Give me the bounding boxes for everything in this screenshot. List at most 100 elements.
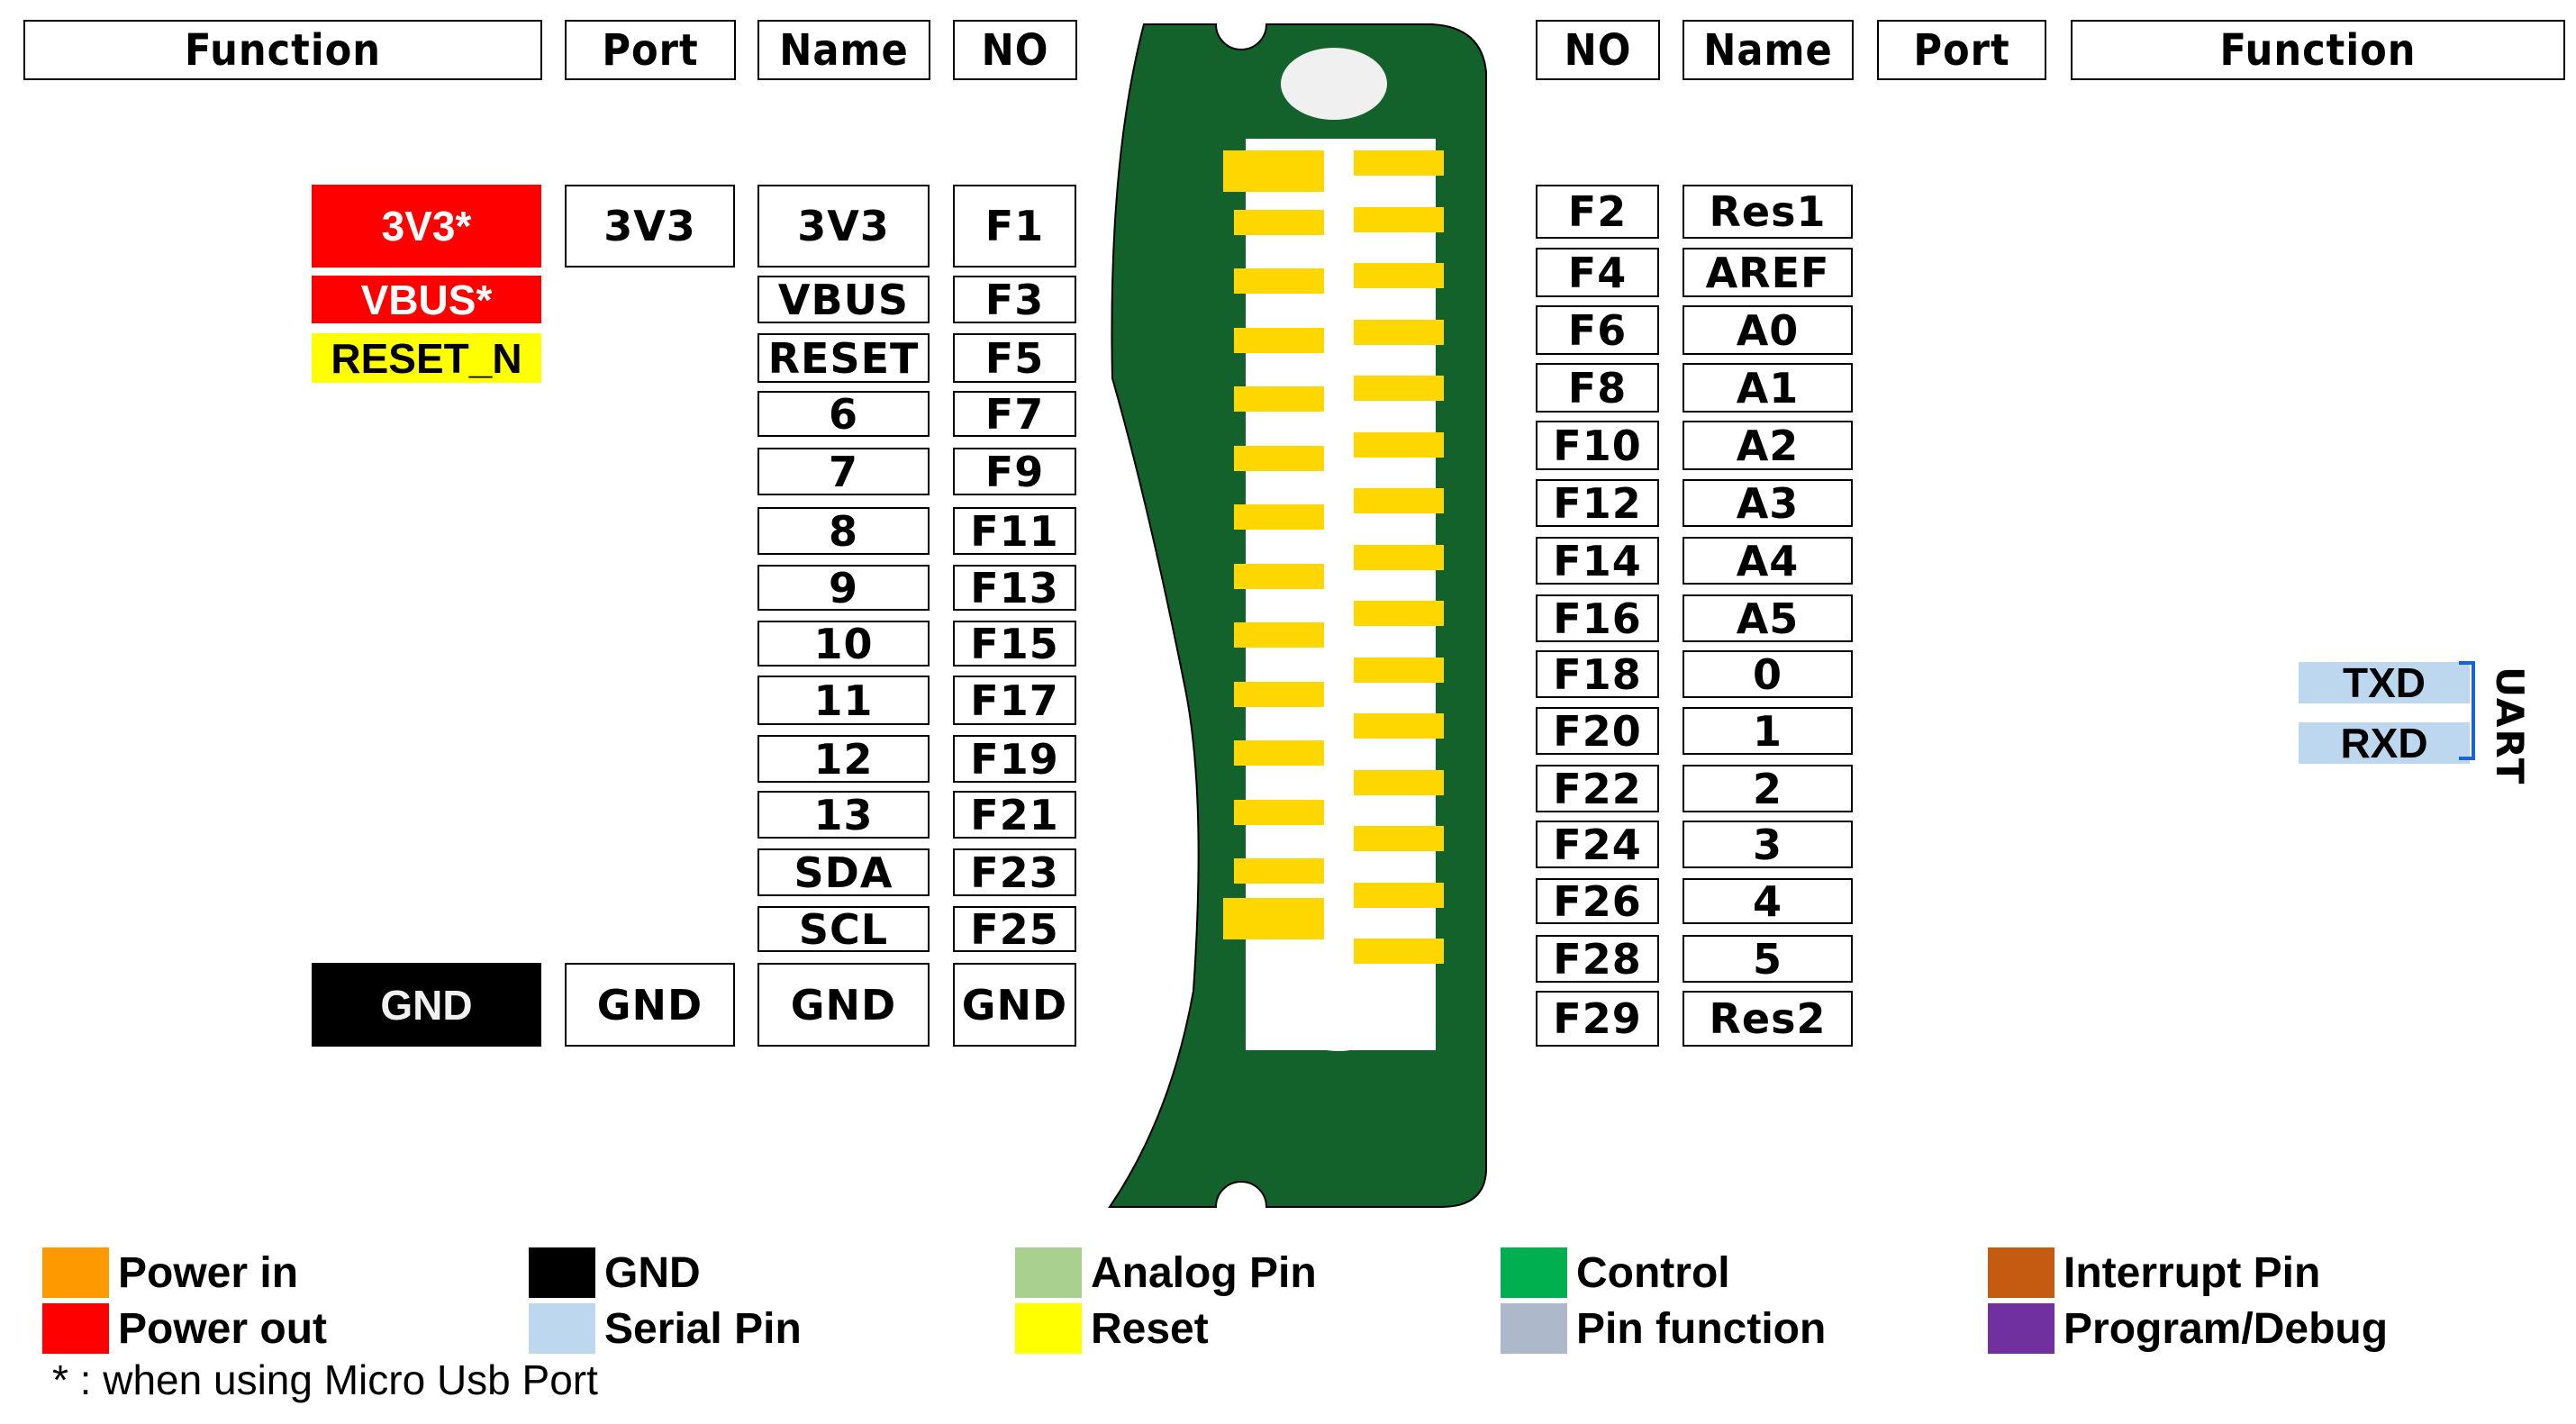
legend-swatch xyxy=(42,1247,109,1298)
pin-no: F6 xyxy=(1536,305,1659,355)
pin-no: F7 xyxy=(953,390,1076,439)
legend-item: Serial Pin xyxy=(529,1303,802,1354)
pin-no: F10 xyxy=(1536,421,1659,470)
pin-no: F26 xyxy=(1536,877,1659,926)
pin-no: F18 xyxy=(1536,650,1659,699)
header-left-port: Port xyxy=(565,20,736,80)
pad-right xyxy=(1354,207,1444,232)
legend-label: Program/Debug xyxy=(2064,1304,2389,1353)
pin-name: 12 xyxy=(757,735,930,784)
pin-function-badge: VBUS* xyxy=(312,276,541,323)
pin-name: SCL xyxy=(757,905,930,954)
pin-no: F3 xyxy=(953,276,1076,324)
pin-name: 3V3 xyxy=(757,185,930,268)
legend-item: Pin function xyxy=(1501,1303,1826,1354)
pin-no: F23 xyxy=(953,848,1076,897)
pin-name: SDA xyxy=(757,848,930,897)
pad-right xyxy=(1354,658,1444,683)
header-right-port: Port xyxy=(1877,20,2046,80)
pin-no: GND xyxy=(953,963,1076,1047)
pin-name: 7 xyxy=(757,448,930,496)
legend-item: Reset xyxy=(1015,1303,1209,1354)
pin-name: GND xyxy=(757,963,930,1047)
header-left-name: Name xyxy=(757,20,930,80)
pin-no: F25 xyxy=(953,905,1076,954)
pad-left xyxy=(1234,328,1324,353)
legend-item: Interrupt Pin xyxy=(1988,1247,2320,1298)
pin-name: 10 xyxy=(757,620,930,668)
legend-swatch xyxy=(42,1303,109,1354)
pad-left xyxy=(1234,564,1324,589)
header-right-name: Name xyxy=(1683,20,1854,80)
pad-right xyxy=(1354,770,1444,795)
pin-no: F13 xyxy=(953,564,1076,612)
pad-right xyxy=(1354,826,1444,851)
pin-name: 13 xyxy=(757,791,930,839)
legend-item: Power out xyxy=(42,1303,327,1354)
pad-right xyxy=(1354,263,1444,288)
pin-name: 2 xyxy=(1683,765,1853,813)
legend-item: GND xyxy=(529,1247,701,1298)
mounting-hole-top xyxy=(1281,48,1387,120)
pad-left xyxy=(1223,150,1324,192)
legend-label: Analog Pin xyxy=(1091,1248,1317,1297)
legend-item: Power in xyxy=(42,1247,298,1298)
pin-no: F5 xyxy=(953,333,1076,383)
legend-swatch xyxy=(529,1247,595,1298)
pin-function-badge: 3V3* xyxy=(312,185,541,268)
pin-name: A1 xyxy=(1683,363,1853,413)
legend-label: Pin function xyxy=(1576,1304,1827,1353)
pad-right xyxy=(1354,150,1444,176)
legend-swatch xyxy=(1501,1247,1567,1298)
uart-txd-label: TXD xyxy=(2299,659,2470,706)
pin-name: RESET xyxy=(757,333,930,383)
pin-name: A2 xyxy=(1683,421,1853,470)
pin-no: F8 xyxy=(1536,363,1659,413)
legend-label: Serial Pin xyxy=(604,1304,802,1353)
pin-no: F21 xyxy=(953,791,1076,839)
header-right-no: NO xyxy=(1536,20,1660,80)
pad-right xyxy=(1354,713,1444,739)
pad-left xyxy=(1234,858,1324,884)
pin-name: A0 xyxy=(1683,305,1853,355)
pin-name: Res1 xyxy=(1683,185,1853,239)
pin-name: A4 xyxy=(1683,537,1853,585)
pad-left xyxy=(1234,800,1324,825)
pin-name: 4 xyxy=(1683,877,1853,926)
legend-swatch xyxy=(1015,1247,1082,1298)
pad-right xyxy=(1354,432,1444,458)
uart-bracket xyxy=(2459,661,2475,760)
pin-name: 11 xyxy=(757,676,930,725)
header-right-function: Function xyxy=(2071,20,2565,80)
pin-no: F14 xyxy=(1536,537,1659,585)
pin-no: F28 xyxy=(1536,935,1659,984)
pin-no: F16 xyxy=(1536,594,1659,643)
pin-no: F24 xyxy=(1536,821,1659,869)
pin-no: F11 xyxy=(953,507,1076,556)
pin-no: F20 xyxy=(1536,707,1659,756)
legend-item: Program/Debug xyxy=(1988,1303,2388,1354)
pad-right xyxy=(1354,545,1444,570)
pad-left xyxy=(1234,682,1324,707)
pad-right xyxy=(1354,320,1444,345)
pin-name: A3 xyxy=(1683,479,1853,528)
legend-swatch xyxy=(1988,1303,2054,1354)
pin-name: 5 xyxy=(1683,935,1853,984)
legend-swatch xyxy=(529,1303,595,1354)
pin-name: 0 xyxy=(1683,650,1853,699)
pad-left xyxy=(1234,622,1324,648)
legend-swatch xyxy=(1501,1303,1567,1354)
pin-name: 9 xyxy=(757,564,930,612)
pin-port: GND xyxy=(565,963,735,1047)
pin-no: F1 xyxy=(953,185,1076,268)
uart-group-label: UART xyxy=(2488,667,2532,786)
connector-board xyxy=(1108,23,1487,1208)
pin-function-badge: GND xyxy=(312,963,541,1047)
pads-right xyxy=(1354,150,1444,964)
header-left-no: NO xyxy=(953,20,1077,80)
pin-no: F9 xyxy=(953,448,1076,496)
pin-port: 3V3 xyxy=(565,185,735,268)
pad-left xyxy=(1223,898,1324,939)
pin-name: A5 xyxy=(1683,594,1853,643)
pin-function-badge: RESET_N xyxy=(312,333,541,383)
